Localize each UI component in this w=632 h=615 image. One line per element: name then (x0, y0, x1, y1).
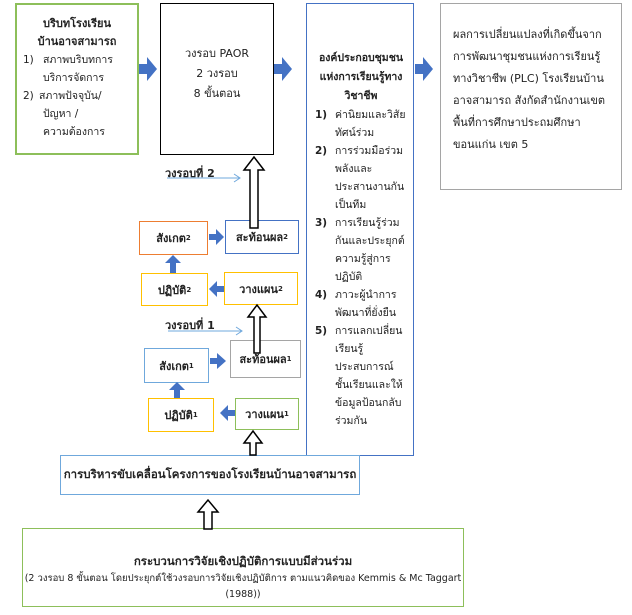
act2-box: ปฏิบัติ2 (141, 273, 208, 306)
context-item-num: 1) (23, 54, 34, 66)
cycle1-label: วงรอบที่ 1 (165, 319, 215, 332)
paor-line1: วงรอบ PAOR (184, 47, 250, 60)
act1-box: ปฏิบัติ1 (148, 398, 214, 432)
components-box: องค์ประกอบชุมชนแห่งการเรียนรู้ทางวิชาชีพ… (306, 3, 414, 456)
arrow-left-icon (209, 281, 224, 297)
arrow-right-icon (209, 229, 224, 245)
arrow-right-icon (210, 353, 226, 369)
context-box: บริบทโรงเรียน บ้านอาจสามารถ 1) สภาพบริบทก… (15, 3, 139, 155)
arrow-left-icon (220, 405, 235, 421)
list-item: 3)การเรียนรู้ร่วมกันและประยุกต์ความรู้สู… (315, 217, 405, 283)
paor-line2: 2 วงรอบ (196, 67, 238, 80)
list-item: 4)ภาวะผู้นำการพัฒนาที่ยั่งยืน (315, 289, 397, 319)
arrow-right-icon (274, 57, 292, 81)
context-item-text: บริการจัดการ (43, 72, 105, 84)
context-item-num: 2) (23, 90, 34, 102)
process-box: กระบวนการวิจัยเชิงปฏิบัติการแบบมีส่วนร่ว… (22, 528, 464, 607)
context-item-text: สภาพบริบทการ (43, 54, 113, 66)
context-item-text: สภาพปัจจุบัน/ (39, 90, 102, 102)
list-item: 1)ค่านิยมและวิสัยทัศน์ร่วม (315, 109, 406, 139)
list-item: 2)การร่วมมือร่วมพลังและประสานงานกันเป็นท… (315, 145, 405, 211)
result-box: ผลการเปลี่ยนแปลงที่เกิดขึ้นจากการพัฒนาชุ… (440, 3, 622, 190)
list-item: 5)การแลกเปลี่ยนเรียนรู้ประสบการณ์ชั้นเรี… (315, 325, 403, 427)
hollow-arrow-up-icon (196, 498, 220, 530)
context-item-text: ปัญหา / (43, 108, 79, 120)
arrow-up-icon (165, 255, 181, 273)
cycle2-label: วงรอบที่ 2 (165, 167, 215, 180)
paor-box: วงรอบ PAOR 2 วงรอบ 8 ขั้นตอน (160, 3, 274, 155)
arrow-right-icon (415, 57, 433, 81)
paor-line3: 8 ขั้นตอน (193, 87, 241, 100)
process-subtitle: (2 วงรอบ 8 ขั้นตอน โดยประยุกต์ใช้วงรอบกา… (24, 573, 462, 600)
hollow-arrow-up-icon (242, 155, 266, 229)
result-text: ผลการเปลี่ยนแปลงที่เกิดขึ้นจากการพัฒนาชุ… (453, 28, 606, 151)
arrow-up-icon (169, 382, 185, 398)
management-box: การบริหารขับเคลื่อนโครงการของโรงเรียนบ้า… (60, 455, 360, 495)
components-title: องค์ประกอบชุมชนแห่งการเรียนรู้ทางวิชาชีพ (318, 52, 404, 102)
arrow-right-icon (139, 57, 157, 81)
hollow-arrow-up-icon (242, 429, 264, 456)
context-item-text: ความต้องการ (43, 126, 105, 138)
context-title-2: บ้านอาจสามารถ (37, 35, 117, 48)
process-title: กระบวนการวิจัยเชิงปฏิบัติการแบบมีส่วนร่ว… (133, 554, 353, 568)
components-list: 1)ค่านิยมและวิสัยทัศน์ร่วม 2)การร่วมมือร… (315, 106, 407, 430)
context-title-1: บริบทโรงเรียน (43, 17, 111, 30)
